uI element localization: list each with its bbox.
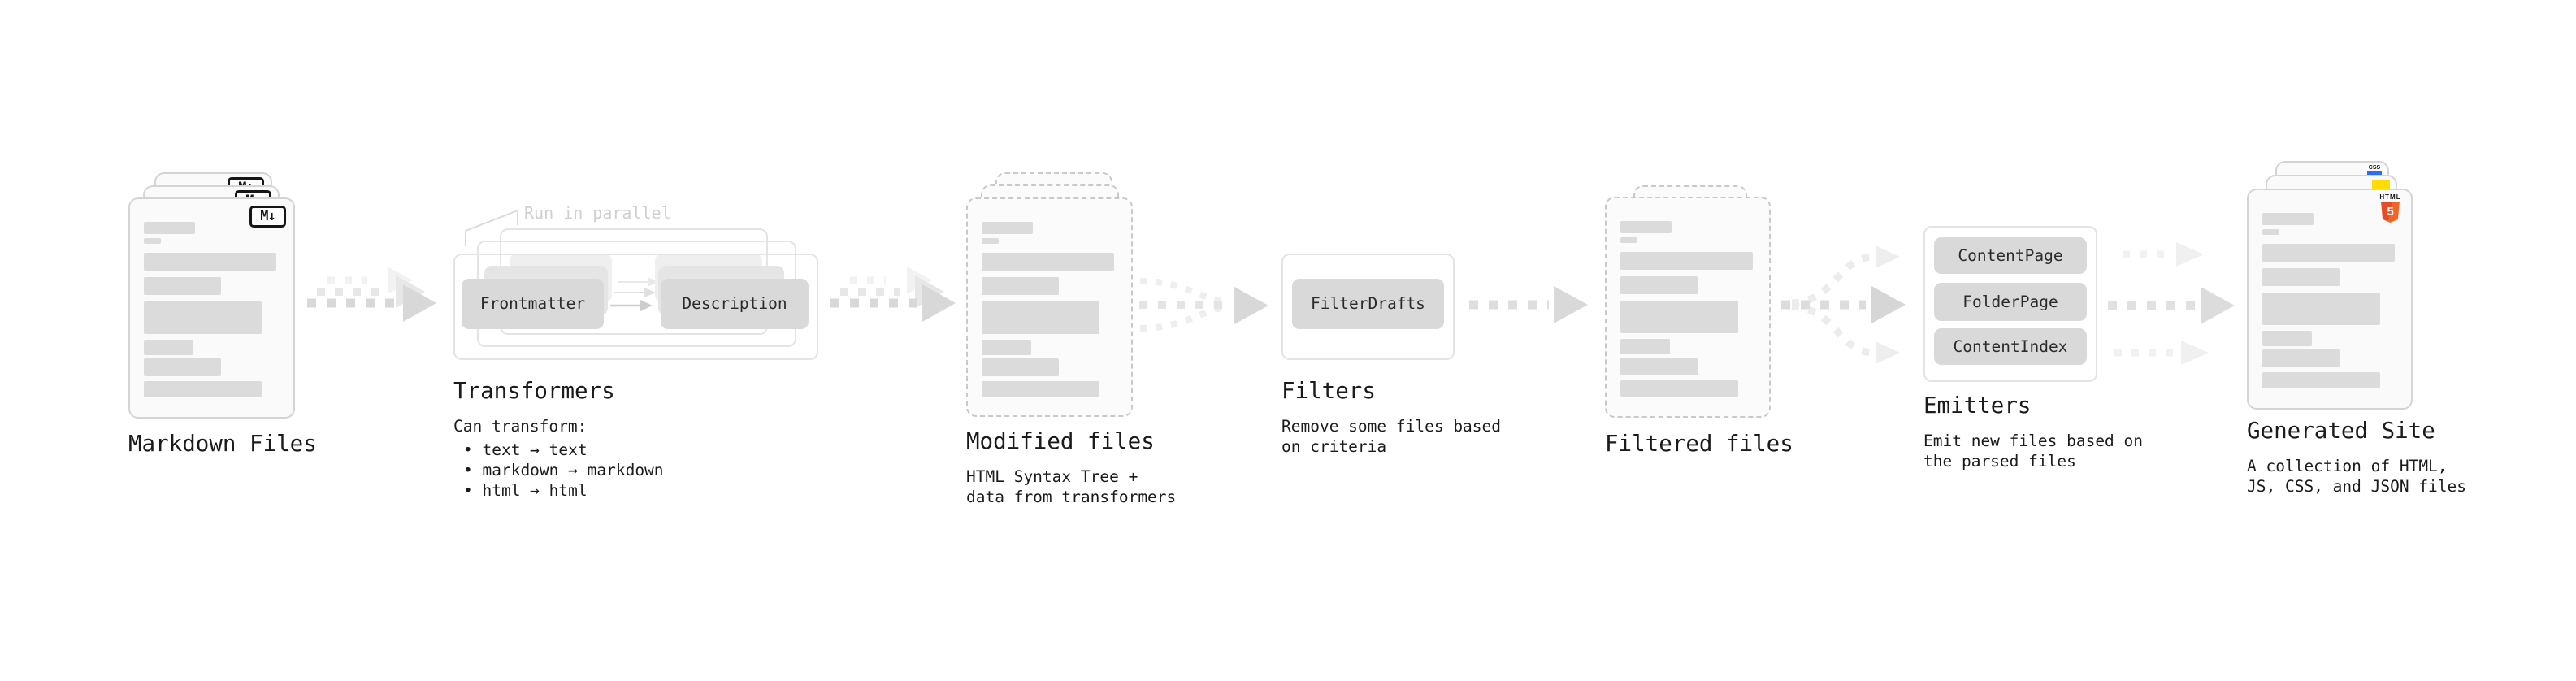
doc-text-bar — [982, 277, 1059, 295]
note-line: data from transformers — [966, 488, 1177, 506]
doc-text-bar — [982, 340, 1031, 355]
arrow-emitters-to-generated — [2108, 242, 2235, 365]
markdown-icon: M↓ — [249, 206, 286, 228]
doc-text-bar — [1620, 221, 1672, 233]
doc-text-bar — [2262, 293, 2380, 325]
note-line: • html → html — [463, 481, 588, 500]
note-line: HTML Syntax Tree + — [966, 467, 1138, 486]
document-front: M↓ — [128, 197, 295, 419]
doc-content — [144, 222, 276, 397]
note-line: • text → text — [463, 440, 588, 459]
doc-text-bar — [1620, 301, 1738, 333]
doc-text-bar — [144, 277, 221, 295]
run-in-parallel-annotation: Run in parallel — [524, 203, 671, 223]
stage-note: Remove some files based on criteria — [1281, 416, 1501, 457]
stage-note: A collection of HTML, JS, CSS, and JSON … — [2247, 456, 2466, 497]
stage-note: Emit new files based on the parsed files — [1923, 431, 2143, 471]
stage-title: Markdown Files — [128, 431, 317, 457]
doc-text-bar — [2262, 372, 2380, 388]
doc-text-bar — [982, 238, 999, 244]
contentindex-box: ContentIndex — [1934, 328, 2087, 365]
arrow-filters-to-filtered — [1469, 286, 1588, 323]
note-line: Emit new files based on — [1923, 432, 2144, 450]
doc-text-bar — [1620, 252, 1753, 270]
doc-text-bar — [144, 301, 262, 334]
contentpage-box: ContentPage — [1934, 237, 2087, 274]
html5-icon-label: HTML — [2379, 193, 2401, 201]
emitters-panel — [1923, 226, 2097, 382]
doc-text-bar — [2262, 229, 2279, 235]
stage-note: HTML Syntax Tree + data from transformer… — [966, 466, 1176, 507]
doc-text-bar — [982, 358, 1059, 376]
doc-text-bar — [982, 301, 1099, 334]
document-front — [1605, 197, 1771, 418]
doc-text-bar — [144, 253, 276, 271]
document-front: HTML 5 — [2247, 189, 2413, 410]
html5-icon: HTML 5 — [2379, 193, 2401, 223]
doc-text-bar — [144, 381, 262, 397]
doc-content — [2262, 213, 2395, 388]
note-line: • markdown → markdown — [463, 461, 664, 479]
doc-text-bar — [2262, 213, 2314, 225]
arrow-markdown-to-transformers — [307, 267, 436, 322]
doc-text-bar — [144, 222, 195, 234]
arrow-modified-to-filters — [1139, 278, 1268, 332]
doc-text-bar — [1620, 339, 1670, 354]
stage-title: Modified files — [966, 428, 1155, 454]
doc-text-bar — [2262, 268, 2340, 286]
javascript-icon — [2372, 180, 2390, 190]
folderpage-box: FolderPage — [1934, 283, 2087, 321]
html5-icon-shield: 5 — [2381, 202, 2400, 223]
doc-text-bar — [1620, 380, 1738, 397]
note-line: the parsed files — [1923, 452, 2076, 471]
doc-text-bar — [1620, 358, 1698, 375]
stage-title: Transformers — [453, 378, 615, 404]
filters-panel — [1281, 254, 1455, 360]
frontmatter-box: Frontmatter — [462, 279, 604, 329]
doc-text-bar — [1620, 237, 1637, 243]
stage-title: Emitters — [1923, 393, 2032, 419]
doc-text-bar — [2262, 349, 2340, 367]
note-line: JS, CSS, and JSON files — [2247, 477, 2467, 496]
doc-content — [982, 222, 1114, 397]
doc-text-bar — [144, 238, 161, 244]
stage-title: Generated Site — [2247, 418, 2435, 444]
transformer-panel-front — [453, 254, 818, 360]
doc-text-bar — [144, 340, 193, 355]
doc-text-bar — [144, 358, 221, 376]
stage-title: Filters — [1281, 378, 1376, 404]
arrow-filtered-to-emitters — [1781, 245, 1906, 364]
doc-text-bar — [982, 222, 1033, 234]
doc-text-bar — [982, 253, 1114, 271]
document-front — [966, 197, 1133, 417]
note-line: A collection of HTML, — [2247, 457, 2448, 475]
note-line: Can transform: — [453, 417, 588, 436]
stage-note: Can transform: • text → text • markdown … — [453, 416, 664, 501]
stage-title: Filtered files — [1605, 431, 1793, 457]
doc-text-bar — [1620, 276, 1698, 294]
arrow-transformers-to-modified — [830, 267, 956, 322]
description-box: Description — [661, 279, 809, 329]
note-line: on criteria — [1281, 437, 1387, 456]
note-line: Remove some files based — [1281, 417, 1502, 436]
css-icon: CSS — [2367, 165, 2382, 175]
doc-text-bar — [2262, 331, 2312, 346]
doc-text-bar — [2262, 244, 2395, 262]
doc-content — [1620, 221, 1753, 397]
filterdrafts-box: FilterDrafts — [1292, 279, 1444, 329]
doc-text-bar — [982, 381, 1099, 397]
